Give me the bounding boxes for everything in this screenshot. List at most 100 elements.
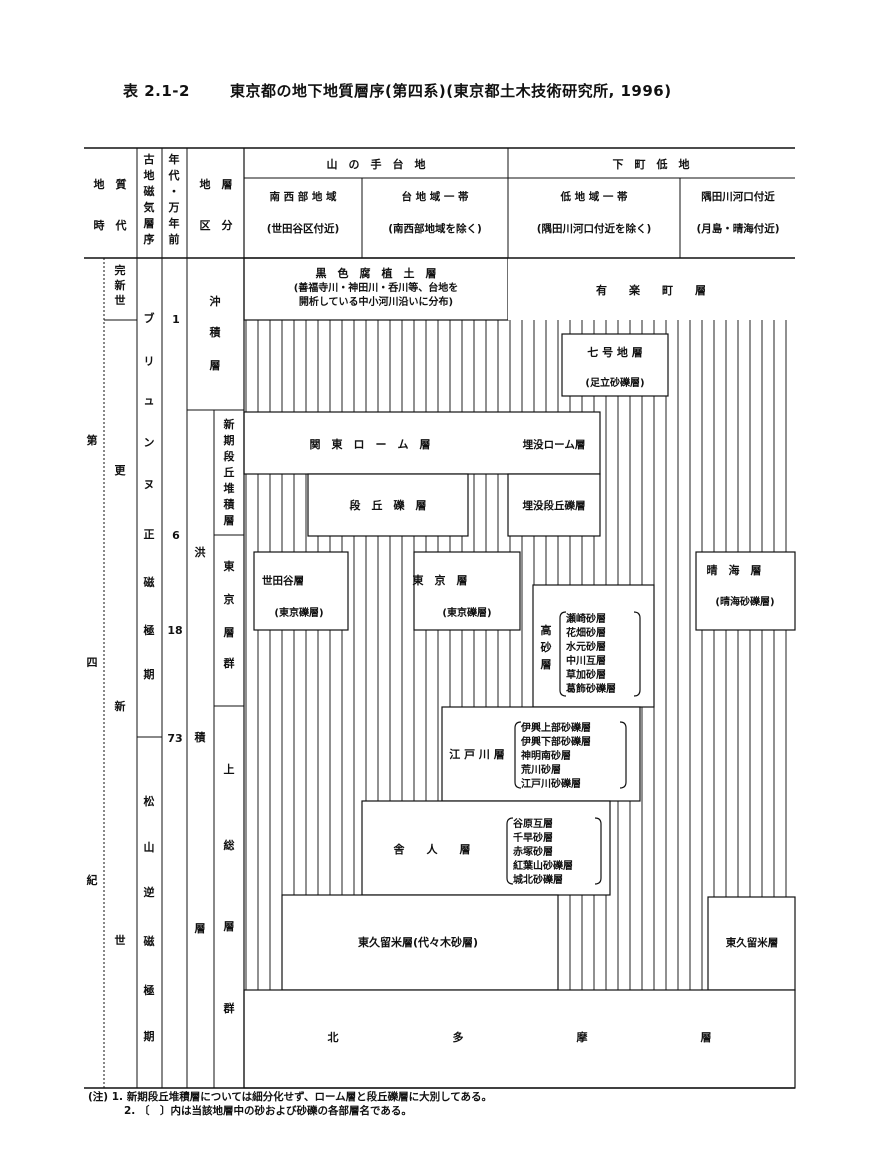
- unit-humus-note2: 開析している中小河川沿いに分布): [299, 295, 453, 308]
- svg-text:序: 序: [144, 232, 155, 246]
- svg-text:砂: 砂: [541, 640, 552, 654]
- svg-text:堆: 堆: [224, 481, 235, 495]
- svg-text:伊興上部砂礫層: 伊興上部砂礫層: [520, 721, 591, 734]
- col-ages: 1 6 18 73: [167, 313, 182, 745]
- header-upland: 山 の 手 台 地: [327, 157, 426, 171]
- svg-text:東: 東: [224, 559, 236, 573]
- header-lowland-mouth: 隅田川河口付近: [701, 190, 775, 203]
- svg-text:洪: 洪: [195, 545, 206, 559]
- header-paleomag: 古 地 磁 気 層 序: [144, 152, 155, 246]
- svg-text:四: 四: [87, 656, 98, 669]
- kamiyama-members: 谷原互層 千早砂層 赤塚砂層 紅葉山砂礫層 城北砂礫層: [513, 817, 573, 886]
- svg-text:ン: ン: [144, 436, 155, 449]
- svg-text:リ: リ: [144, 355, 155, 368]
- unit-tokyo-sub: (東京礫層): [442, 606, 491, 619]
- svg-text:瀬崎砂層: 瀬崎砂層: [566, 612, 606, 625]
- svg-text:18: 18: [167, 624, 182, 637]
- svg-text:磁: 磁: [144, 184, 155, 198]
- unit-harumi: 晴 海 層: [707, 563, 762, 577]
- header-lowland-all: 低 地 域 一 帯: [559, 190, 628, 203]
- table-number: 表 2.1-2: [123, 82, 190, 100]
- svg-text:期: 期: [144, 667, 155, 681]
- header-upland-sw: 南 西 部 地 域: [269, 190, 337, 203]
- svg-text:6: 6: [172, 529, 180, 542]
- col-pleistocene: 更 新 世: [115, 464, 127, 947]
- svg-text:新: 新: [224, 417, 235, 431]
- svg-text:層: 層: [224, 514, 235, 527]
- svg-text:年: 年: [169, 152, 180, 166]
- svg-text:年: 年: [169, 216, 180, 230]
- svg-text:摩: 摩: [577, 1030, 589, 1044]
- svg-text:層: 層: [701, 1031, 712, 1044]
- svg-text:層: 層: [224, 626, 235, 639]
- unit-humus: 黒 色 腐 植 土 層: [316, 266, 437, 280]
- col-quaternary: 第 四 紀: [87, 433, 98, 887]
- col-holocene: 完 新 世: [115, 263, 126, 307]
- col-alluvium: 沖 積 層: [209, 294, 222, 372]
- unit-nanagochi-sub: (足立砂礫層): [585, 376, 644, 389]
- header-lowland: 下 町 低 地: [613, 157, 690, 171]
- svg-text:気: 気: [144, 200, 155, 214]
- svg-text:代: 代: [168, 168, 180, 182]
- svg-text:地: 地: [144, 168, 155, 182]
- unit-harumi-sub: (晴海砂礫層): [715, 595, 774, 608]
- note-2: 2. 〔 〕内は当該地層中の砂および砂礫の各部層名である。: [124, 1105, 412, 1117]
- svg-text:神明南砂層: 神明南砂層: [521, 749, 571, 762]
- svg-text:段: 段: [224, 449, 235, 463]
- svg-text:逆: 逆: [144, 885, 155, 899]
- svg-text:世: 世: [115, 933, 126, 947]
- unit-yurakucho: 有 楽 町 層: [596, 283, 706, 297]
- svg-text:松: 松: [144, 794, 155, 808]
- header-strata-top: 地 層: [200, 177, 233, 191]
- header-upland-all-sub: (南西部地域を除く): [388, 222, 482, 235]
- svg-text:高: 高: [541, 623, 552, 637]
- svg-text:73: 73: [167, 732, 182, 745]
- header-upland-sw-sub: (世田谷区付近): [267, 222, 340, 235]
- grid-lines: [84, 147, 795, 1089]
- svg-text:1: 1: [172, 313, 180, 326]
- svg-text:新: 新: [115, 699, 126, 713]
- unit-buried-gravel: 埋没段丘礫層: [523, 499, 586, 512]
- svg-text:城北砂礫層: 城北砂礫層: [513, 873, 563, 886]
- unit-humus-note1: (善福寺川・神田川・呑川等、台地を: [294, 281, 459, 294]
- svg-text:群: 群: [223, 656, 235, 670]
- svg-text:積: 積: [209, 325, 222, 339]
- svg-text:水元砂層: 水元砂層: [565, 640, 606, 653]
- svg-text:花畑砂層: 花畑砂層: [566, 626, 606, 639]
- svg-text:積: 積: [194, 730, 207, 744]
- unit-higashikurume: 東久留米層(代々木砂層): [358, 935, 478, 949]
- header-texts: 地 質 時 代 古 地 磁 気 層 序 年 代 ・ 万 年 前 地 層 区 分 …: [94, 152, 780, 246]
- unit-setagaya: 世田谷層: [262, 574, 304, 587]
- col-matuyama: 松 山 逆 磁 極 期: [143, 794, 155, 1043]
- col-tokyo-group: 東 京 層 群: [223, 559, 236, 670]
- unit-takasuna: 高 砂 層: [541, 623, 552, 671]
- svg-text:荒川砂層: 荒川砂層: [520, 763, 561, 776]
- svg-text:正: 正: [144, 528, 155, 541]
- svg-text:千早砂層: 千早砂層: [513, 831, 553, 844]
- svg-text:更: 更: [115, 464, 127, 477]
- svg-text:磁: 磁: [144, 934, 155, 948]
- header-age: 年 代 ・ 万 年 前: [168, 152, 180, 246]
- unit-tokyo: 東 京 層: [413, 573, 468, 587]
- unit-kanto-loam: 関 東 ロ ー ム 層: [310, 437, 431, 451]
- svg-text:層: 層: [210, 359, 221, 372]
- header-geo-age-top: 地 質: [94, 177, 127, 191]
- unit-buried-loam: 埋没ローム層: [523, 438, 586, 451]
- unit-kitatama: 北 多 摩 層: [328, 1030, 712, 1044]
- svg-text:ュ: ュ: [144, 394, 155, 407]
- svg-text:層: 層: [144, 217, 155, 230]
- svg-text:沖: 沖: [210, 294, 221, 308]
- table-notes: (注) 1. 新期段丘堆積層については細分化せず、ローム層と段丘礫層に大別してあ…: [88, 1090, 492, 1118]
- svg-text:京: 京: [224, 592, 235, 606]
- svg-text:層: 層: [541, 658, 552, 671]
- unit-nanagochi: 七 号 地 層: [587, 345, 643, 359]
- svg-text:総: 総: [224, 838, 235, 852]
- svg-text:紀: 紀: [87, 873, 98, 887]
- svg-text:谷原互層: 谷原互層: [513, 817, 553, 830]
- strata-blocks: [243, 257, 796, 1089]
- svg-text:山: 山: [144, 840, 155, 854]
- header-lowland-mouth-sub: (月島・晴海付近): [696, 222, 779, 235]
- svg-text:層: 層: [224, 920, 235, 933]
- takasuna-members: 瀬崎砂層 花畑砂層 水元砂層 中川互層 草加砂層 葛飾砂礫層: [565, 612, 616, 695]
